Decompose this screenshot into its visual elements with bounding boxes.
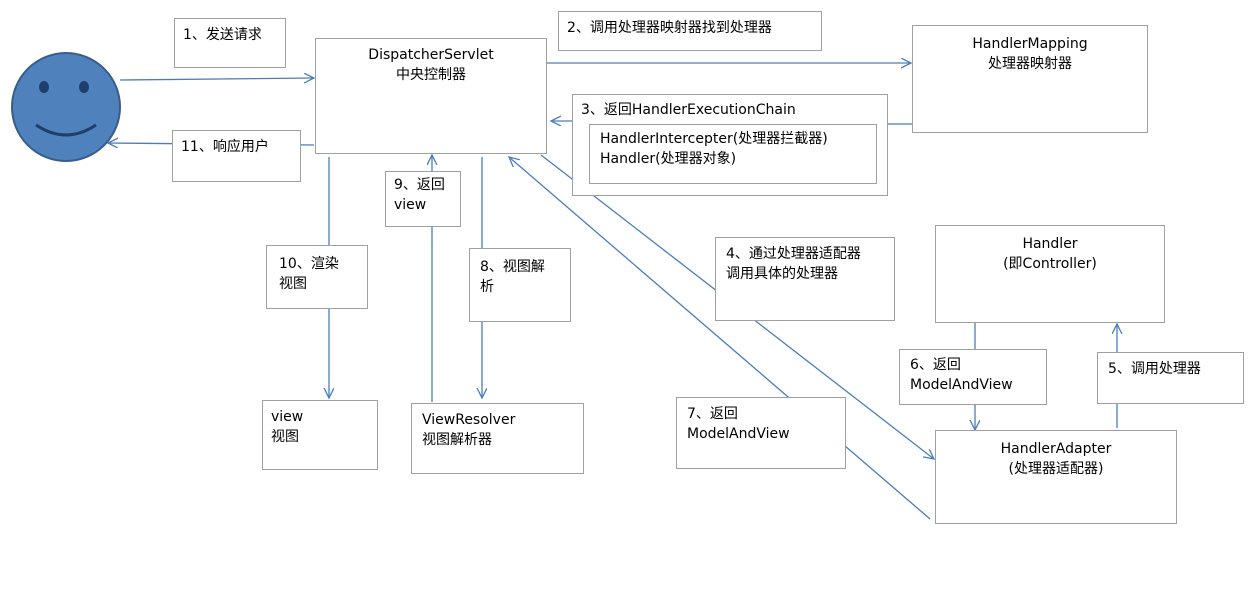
step-11-text: 11、响应用户 [181, 139, 269, 155]
handler-mapping-title: HandlerMapping [972, 36, 1088, 52]
step-5-label: 5、调用处理器 [1097, 352, 1244, 404]
step-6-label: 6、返回 ModelAndView [899, 349, 1047, 405]
step-2-label: 2、调用处理器映射器找到处理器 [558, 11, 822, 51]
step-4-text-2: 调用具体的处理器 [726, 266, 838, 282]
step-2-text: 2、调用处理器映射器找到处理器 [567, 20, 772, 36]
view-title: view [271, 409, 304, 425]
step-1-label: 1、发送请求 [174, 18, 286, 68]
view-resolver-title: ViewResolver [422, 412, 516, 428]
step-10-text-1: 10、渲染 [279, 256, 339, 272]
handler-adapter-subtitle: (处理器适配器) [1008, 461, 1104, 477]
view-node: view 视图 [262, 400, 378, 470]
execution-chain-inner: HandlerIntercepter(处理器拦截器) Handler(处理器对象… [589, 124, 877, 184]
step-8-text-1: 8、视图解 [480, 259, 545, 275]
step-9-label: 9、返回 view [385, 171, 461, 227]
handler-title: Handler [1022, 236, 1078, 252]
step-6-text-1: 6、返回 [910, 357, 961, 373]
view-resolver-node: ViewResolver 视图解析器 [411, 403, 584, 474]
handler-mapping-subtitle: 处理器映射器 [988, 56, 1072, 72]
smiley-face-icon [11, 52, 121, 162]
handler-node: Handler (即Controller) [935, 225, 1165, 323]
step-5-text: 5、调用处理器 [1108, 361, 1201, 377]
step-4-label: 4、通过处理器适配器 调用具体的处理器 [715, 237, 895, 321]
step-1-text: 1、发送请求 [183, 27, 262, 43]
step-8-label: 8、视图解 析 [469, 248, 571, 322]
step-7-text-1: 7、返回 [687, 406, 738, 422]
handler-mapping-node: HandlerMapping 处理器映射器 [912, 25, 1148, 133]
handler-subtitle: (即Controller) [1003, 256, 1097, 272]
interceptor-text: HandlerIntercepter(处理器拦截器) [600, 131, 828, 147]
step-10-label: 10、渲染 视图 [266, 245, 368, 309]
step-8-text-2: 析 [480, 279, 494, 295]
view-subtitle: 视图 [271, 429, 299, 445]
execution-chain-title: 3、返回HandlerExecutionChain [581, 102, 796, 118]
handler-adapter-title: HandlerAdapter [1000, 441, 1112, 457]
step-11-label: 11、响应用户 [172, 130, 301, 182]
step-10-text-2: 视图 [279, 276, 307, 292]
dispatcher-title: DispatcherServlet [368, 47, 494, 63]
step-9-text-1: 9、返回 [394, 177, 445, 193]
step-4-text-1: 4、通过处理器适配器 [726, 246, 861, 262]
dispatcher-servlet-node: DispatcherServlet 中央控制器 [315, 38, 547, 154]
dispatcher-subtitle: 中央控制器 [396, 67, 466, 83]
handler-object-text: Handler(处理器对象) [600, 151, 737, 167]
handler-adapter-node: HandlerAdapter (处理器适配器) [935, 430, 1177, 524]
arrow-send-request [119, 78, 314, 80]
step-6-text-2: ModelAndView [910, 377, 1013, 393]
step-7-label: 7、返回 ModelAndView [676, 397, 846, 469]
step-9-text-2: view [394, 197, 427, 213]
view-resolver-subtitle: 视图解析器 [422, 432, 492, 448]
step-7-text-2: ModelAndView [687, 426, 790, 442]
arrow-return-modelandview-7 [509, 157, 931, 520]
